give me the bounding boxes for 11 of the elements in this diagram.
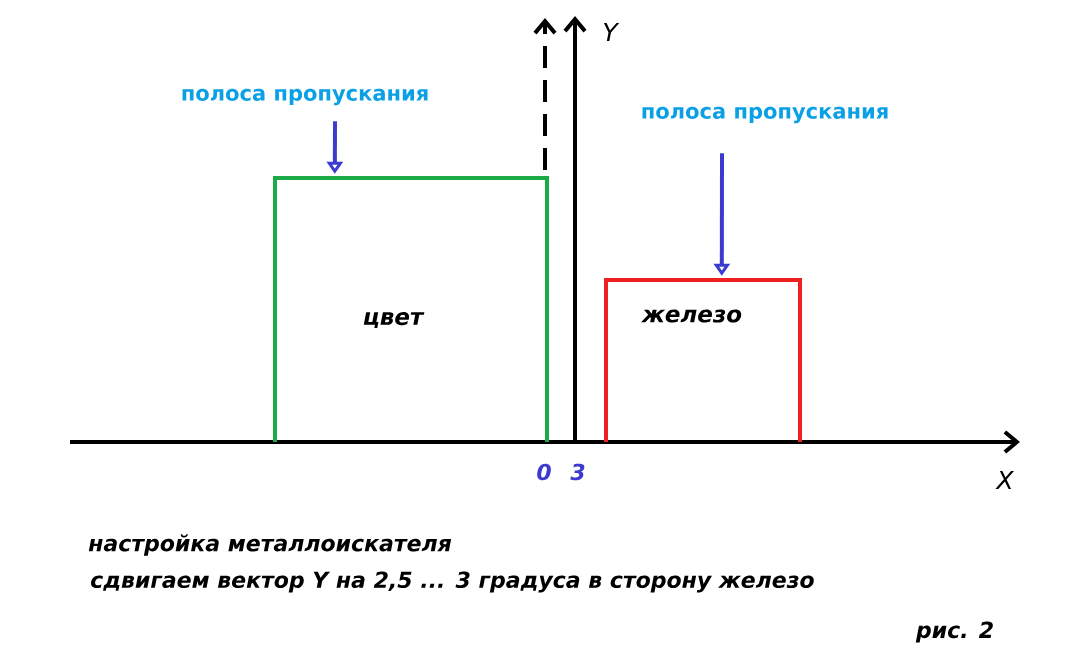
band-box: цвет [273, 176, 549, 442]
band-label: полоса пропускания [642, 106, 888, 124]
axis-label: X [995, 470, 1015, 490]
tick-label: 3 [570, 463, 585, 481]
band-box: железо [604, 278, 802, 442]
band-label: полоса пропускания [182, 88, 428, 106]
note-text: настройка металлоискателя [88, 534, 452, 556]
note-text: сдвигаем вектор Y на 2,5 ... 3 градуса в сторону железо [91, 571, 814, 593]
axis-label: Y [603, 22, 620, 42]
tick-label: 0 [537, 463, 551, 481]
figure-number: рис. 2 [915, 621, 993, 643]
